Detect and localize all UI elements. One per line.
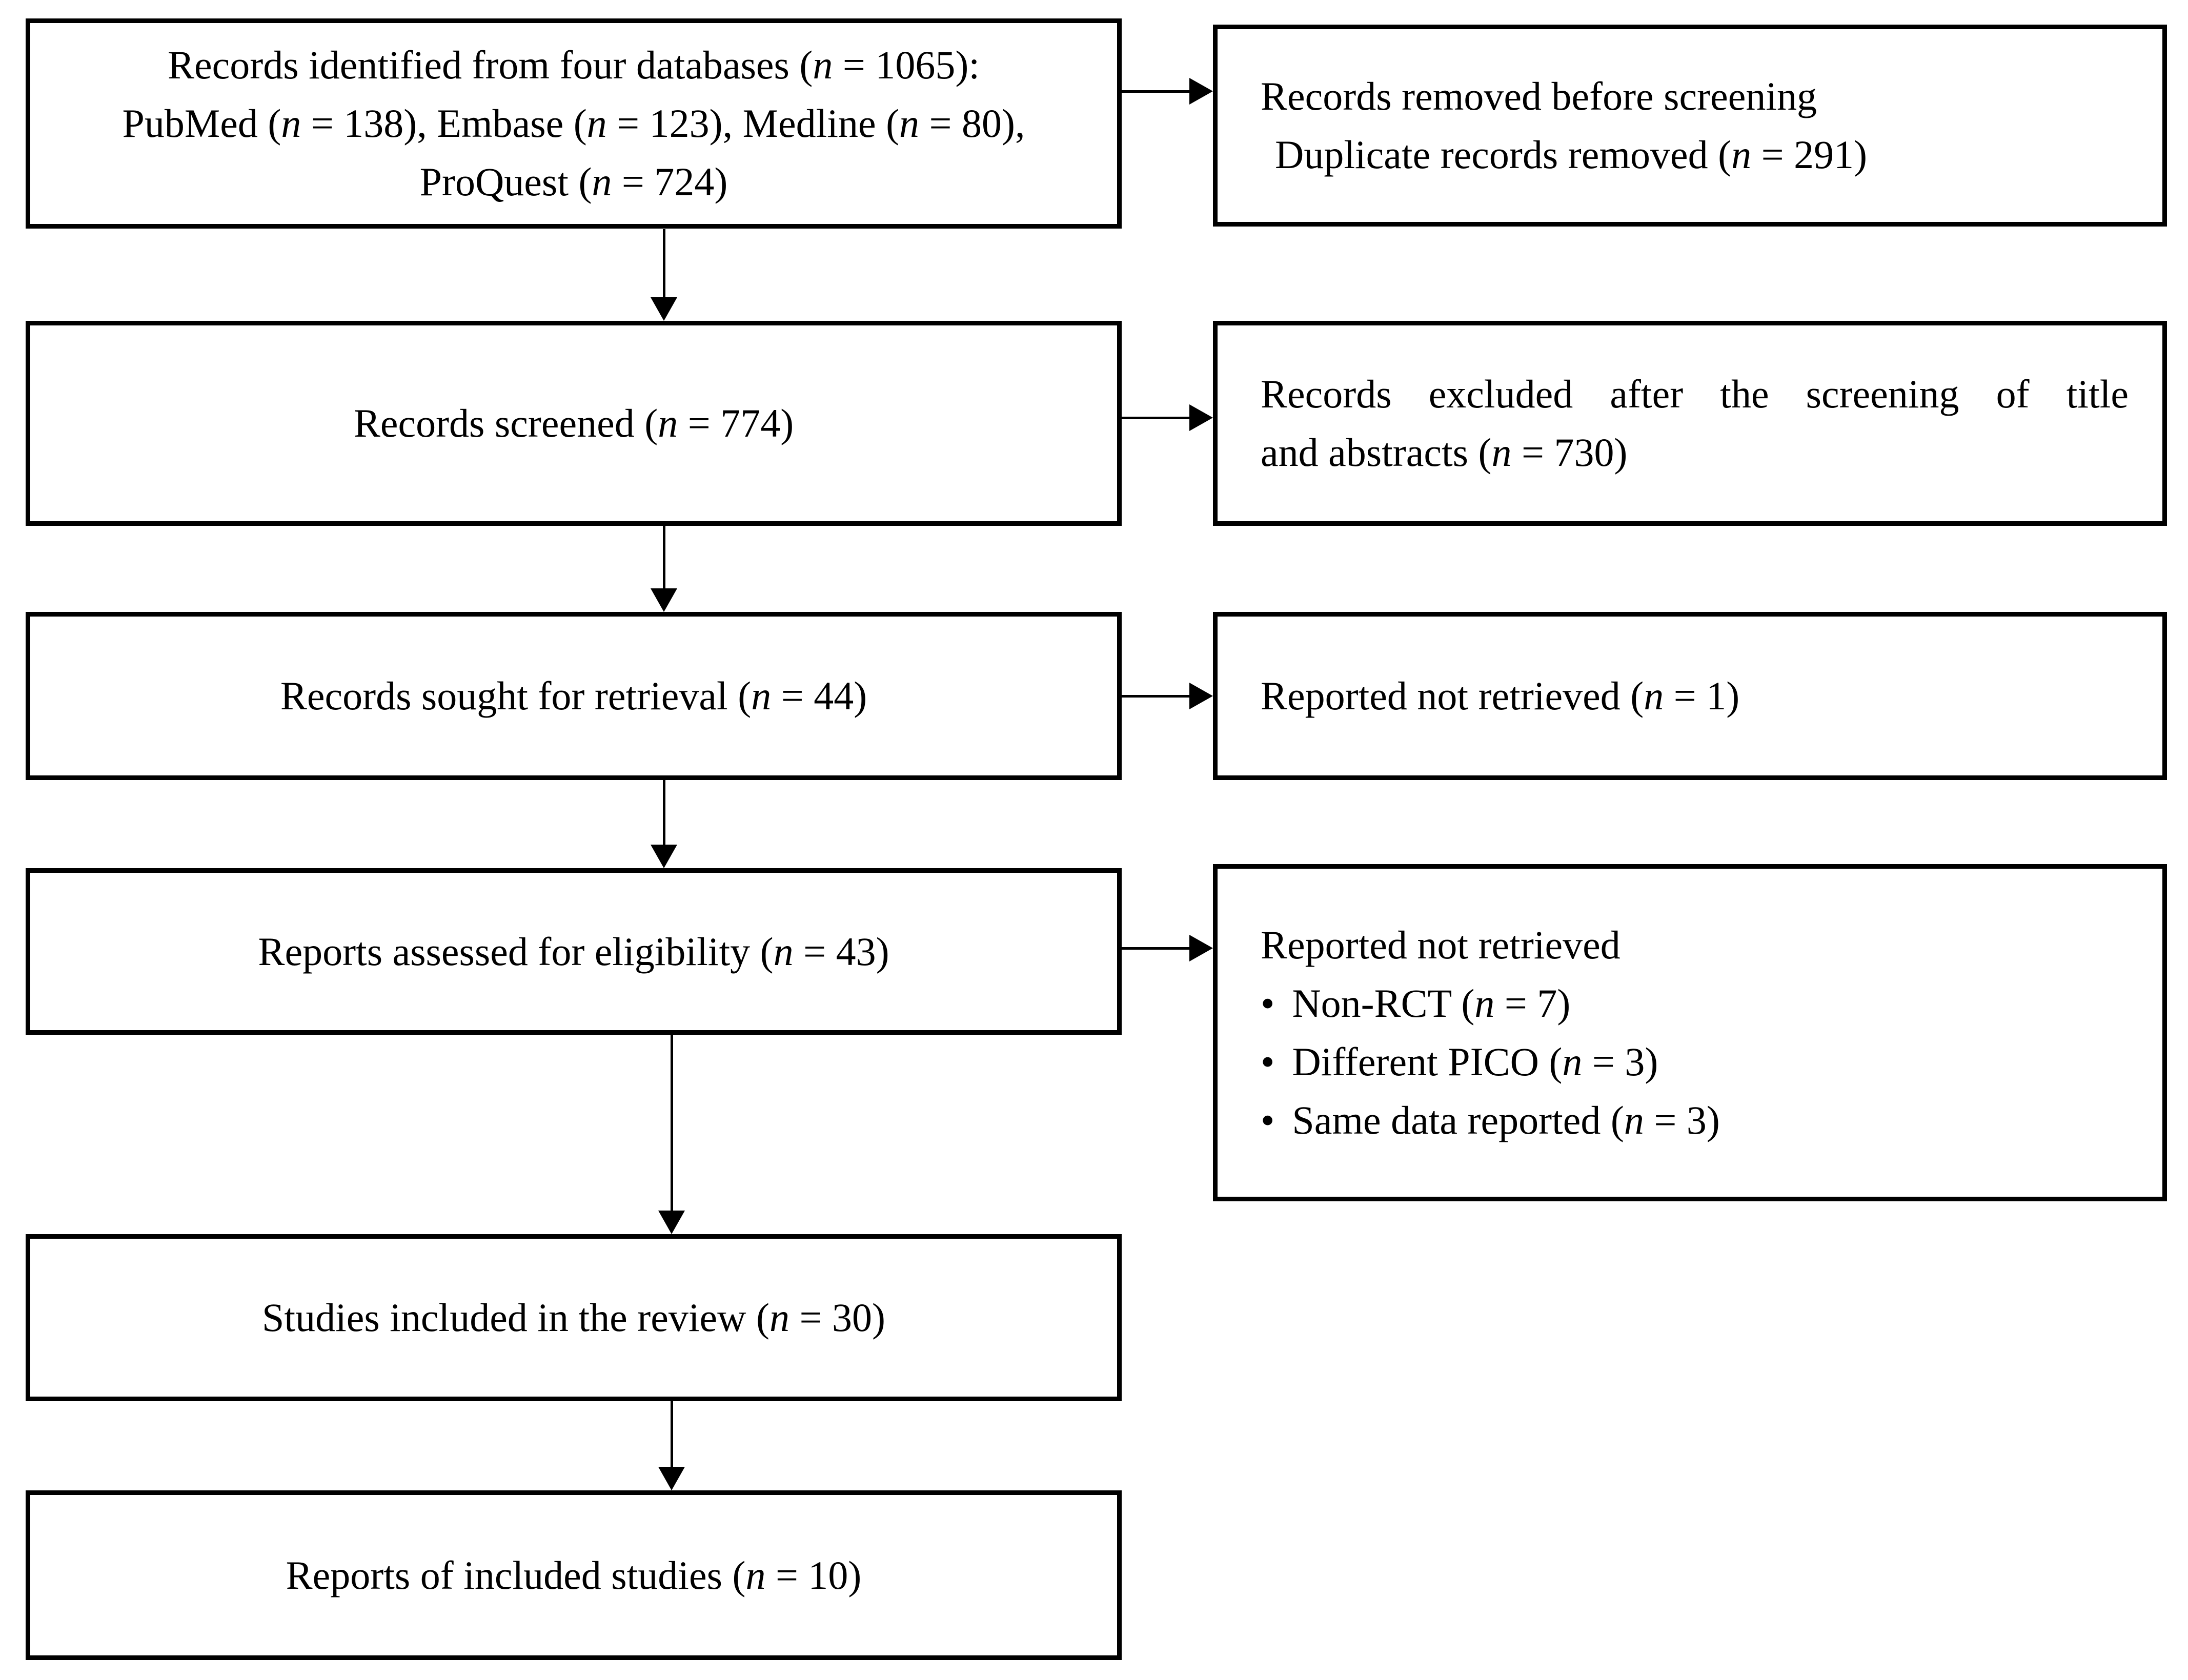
text-line: Reports assessed for eligibility (n = 43… bbox=[258, 929, 889, 974]
text-line: Records sought for retrieval (n = 44) bbox=[280, 673, 867, 718]
box-reported-not-retrieved: Reported not retrieved (n = 1) bbox=[1213, 612, 2167, 780]
text-line: Studies included in the review (n = 30) bbox=[262, 1295, 885, 1340]
italic-n: n bbox=[751, 673, 772, 718]
italic-n: n bbox=[813, 43, 833, 87]
text-line: Reported not retrieved (n = 1) bbox=[1261, 673, 1740, 718]
italic-n: n bbox=[769, 1295, 789, 1340]
box-records-excluded-title-abstract: Records excluded after the screening of … bbox=[1213, 321, 2167, 526]
italic-n: n bbox=[1491, 430, 1512, 475]
text-line: Reports of included studies (n = 10) bbox=[286, 1552, 862, 1597]
right-arrowhead-icon bbox=[1189, 78, 1213, 105]
text-line: PubMed (n = 138), Embase (n = 123), Medl… bbox=[122, 101, 1025, 146]
down-arrowhead-icon bbox=[651, 845, 677, 868]
box-studies-included-review: Studies included in the review (n = 30) bbox=[26, 1234, 1122, 1401]
italic-n: n bbox=[281, 101, 301, 146]
text-line: Records identified from four databases (… bbox=[167, 43, 980, 87]
arrow-included-to-reports bbox=[671, 1401, 673, 1468]
text-line: Different PICO (n = 3) bbox=[1292, 1039, 1658, 1084]
bullet-item: Different PICO (n = 3) bbox=[1261, 1033, 1658, 1091]
text-line: Duplicate records removed (n = 291) bbox=[1275, 132, 1868, 177]
box-reports-included-studies: Reports of included studies (n = 10) bbox=[26, 1490, 1122, 1660]
arrow-identified-to-removed bbox=[1122, 90, 1190, 93]
box-exclusion-reasons: Reported not retrieved Non-RCT (n = 7) D… bbox=[1213, 864, 2167, 1201]
arrow-sought-to-not-retrieved bbox=[1122, 695, 1190, 698]
text-line: Same data reported (n = 3) bbox=[1292, 1098, 1720, 1142]
italic-n: n bbox=[745, 1552, 766, 1597]
right-arrowhead-icon bbox=[1189, 683, 1213, 709]
down-arrowhead-icon bbox=[651, 297, 677, 321]
arrow-sought-to-assessed bbox=[663, 780, 665, 846]
italic-n: n bbox=[1644, 673, 1664, 718]
right-arrowhead-icon bbox=[1189, 404, 1213, 431]
arrow-assessed-to-included bbox=[671, 1035, 673, 1212]
down-arrowhead-icon bbox=[658, 1211, 685, 1234]
italic-n: n bbox=[586, 101, 607, 146]
box-records-screened: Records screened (n = 774) bbox=[26, 321, 1122, 526]
text-line: Records removed before screening bbox=[1261, 74, 1817, 118]
text-line: Reported not retrieved bbox=[1261, 923, 1620, 967]
text-line: Non-RCT (n = 7) bbox=[1292, 981, 1571, 1026]
bullet-item: Same data reported (n = 3) bbox=[1261, 1091, 1720, 1150]
down-arrowhead-icon bbox=[658, 1467, 685, 1490]
text-line: ProQuest (n = 724) bbox=[419, 159, 728, 204]
text-line: Records excluded after the screening of … bbox=[1261, 372, 2129, 416]
italic-n: n bbox=[899, 101, 920, 146]
italic-n: n bbox=[1474, 981, 1495, 1026]
down-arrowhead-icon bbox=[651, 588, 677, 612]
italic-n: n bbox=[592, 159, 612, 204]
arrow-screened-to-sought bbox=[663, 526, 665, 589]
box-reports-assessed-eligibility: Reports assessed for eligibility (n = 43… bbox=[26, 868, 1122, 1035]
text-line: and abstracts (n = 730) bbox=[1261, 430, 1628, 475]
italic-n: n bbox=[1731, 132, 1752, 177]
italic-n: n bbox=[773, 929, 794, 974]
text-line: Records screened (n = 774) bbox=[353, 401, 794, 445]
arrow-screened-to-excluded bbox=[1122, 417, 1190, 419]
italic-n: n bbox=[658, 401, 678, 445]
box-records-identified: Records identified from four databases (… bbox=[26, 18, 1122, 229]
box-records-removed-before-screening: Records removed before screening Duplica… bbox=[1213, 25, 2167, 227]
italic-n: n bbox=[1624, 1098, 1644, 1142]
arrow-identified-to-screened bbox=[663, 229, 665, 298]
italic-n: n bbox=[1562, 1039, 1583, 1084]
bullet-item: Non-RCT (n = 7) bbox=[1261, 974, 1570, 1033]
right-arrowhead-icon bbox=[1189, 935, 1213, 961]
arrow-assessed-to-reasons bbox=[1122, 947, 1190, 950]
box-records-sought-retrieval: Records sought for retrieval (n = 44) bbox=[26, 612, 1122, 780]
